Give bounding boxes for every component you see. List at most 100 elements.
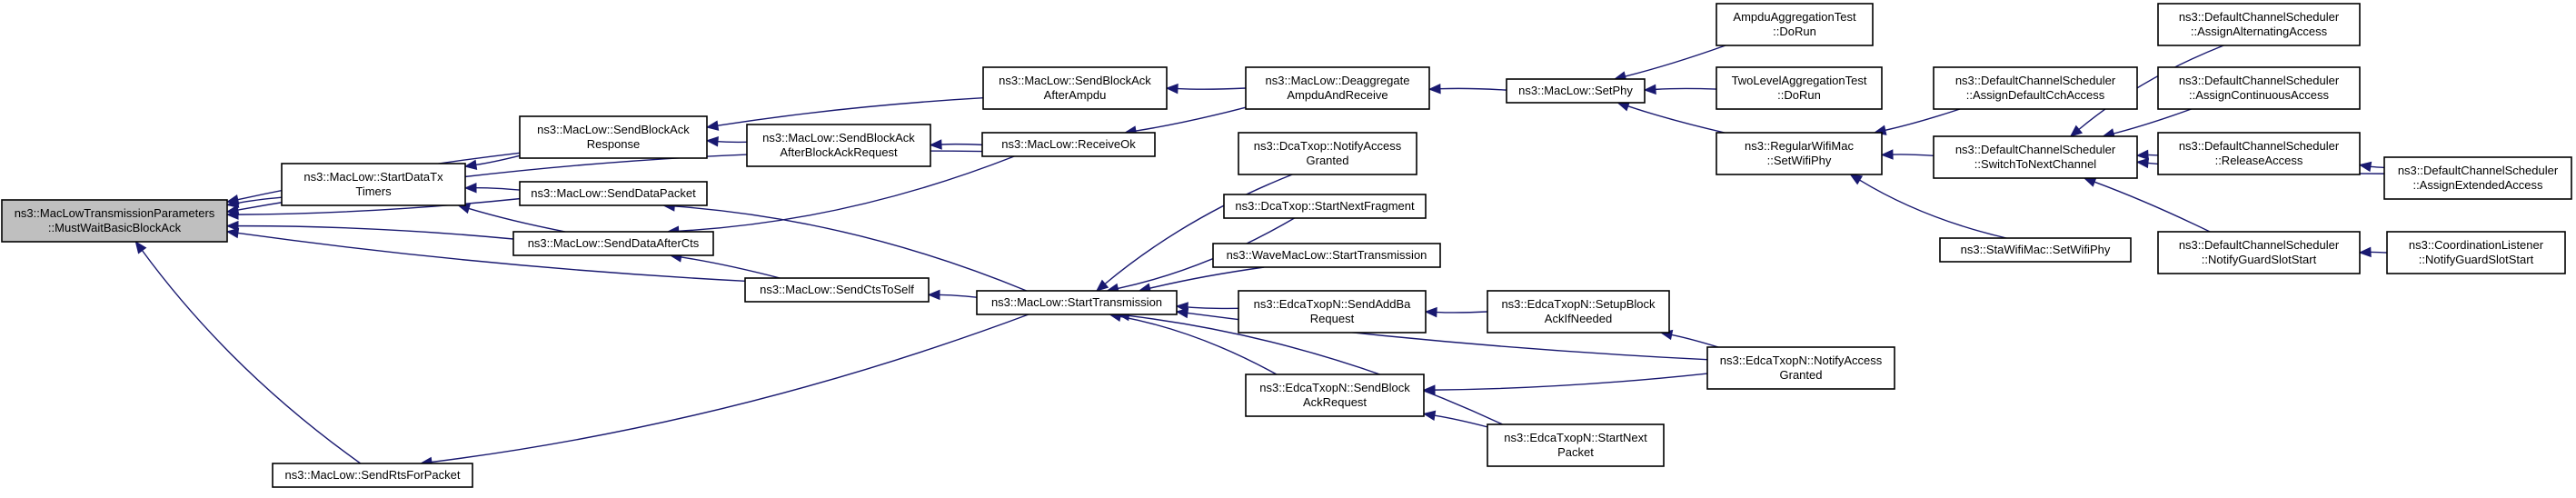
node-label: ns3::MacLow::SendBlockAck [537,123,690,136]
node-box [2386,231,2566,274]
node-assignDefaultCch[interactable]: ns3::DefaultChannelScheduler::AssignDefa… [1933,66,2138,110]
node-regularSetWifiPhy[interactable]: ns3::RegularWifiMac::SetWifiPhy [1716,132,1883,175]
arrowhead [225,194,240,205]
edge-line [1149,266,1265,289]
node-label: Granted [1780,368,1823,382]
edge-line [1118,217,1295,290]
node-twoLevelTest[interactable]: TwoLevelAggregationTest::DoRun [1716,66,1883,110]
node-sendCtsToSelf[interactable]: ns3::MacLow::SendCtsToSelf [744,277,930,303]
edge-edcaNotifyAccess-to-edcaSendBlockAckRequest [1422,373,1708,395]
node-label: ns3::MacLow::SendBlockAck [762,131,915,144]
edge-ampduTest-to-setPhy [1613,45,1726,82]
node-label: ns3::MacLow::SetPhy [1518,84,1633,97]
node-label: ns3::DefaultChannelScheduler [2398,164,2559,177]
node-box [1933,66,2138,110]
node-label: Request [1310,312,1355,325]
node-label: AfterBlockAckRequest [780,145,898,159]
edge-sendBlockAckAfterBlockAckRequest-to-sendBlockAckResponse [705,136,748,147]
edge-line [1119,315,1278,375]
edge-line [237,232,746,283]
edge-switchToNextChannel-to-regularSetWifiPhy [1880,149,1934,160]
node-box [2383,156,2572,200]
node-label: ns3::DefaultChannelScheduler [2179,10,2340,24]
edge-startTransmission-to-sendCtsToSelf [927,289,978,301]
arrowhead [1427,83,1441,95]
node-box [1487,423,1665,467]
node-root[interactable]: ns3::MacLowTransmissionParameters::MustW… [1,199,228,243]
edge-edcaSetupBlockAck-to-edcaSendAddBa [1424,306,1488,318]
edge-line [475,187,521,191]
node-box [2157,3,2361,46]
node-sendDataPacket[interactable]: ns3::MacLow::SendDataPacket [519,181,708,206]
node-sendRtsForPacket[interactable]: ns3::MacLow::SendRtsForPacket [272,463,473,488]
node-setPhy[interactable]: ns3::MacLow::SetPhy [1506,78,1646,104]
node-label: ::DoRun [1773,25,1816,38]
node-waveStartTransmission[interactable]: ns3::WaveMacLow::StartTransmission [1212,243,1441,268]
node-box [272,463,473,488]
node-switchToNextChannel[interactable]: ns3::DefaultChannelScheduler::SwitchToNe… [1933,135,2138,179]
node-label: TwoLevelAggregationTest [1732,74,1867,87]
node-sendBlockAckAfterBlockAckRequest[interactable]: ns3::MacLow::SendBlockAckAfterBlockAckRe… [746,124,931,167]
arrowhead [1422,410,1437,421]
node-label: ns3::MacLow::StartTransmission [991,295,1162,309]
edge-waveStartTransmission-to-startTransmission [1138,266,1265,294]
node-box [512,231,714,256]
node-assignAlternating[interactable]: ns3::DefaultChannelScheduler::AssignAlte… [2157,3,2361,46]
node-label: ns3::MacLow::SendDataAfterCts [528,236,700,250]
arrowhead [2135,149,2149,161]
node-box [1716,3,1874,46]
node-dcaStartNextFragment[interactable]: ns3::DcaTxop::StartNextFragment [1223,194,1427,219]
arrowhead [225,227,240,239]
node-label: ::DoRun [1777,88,1821,102]
arrowhead [134,240,147,254]
edge-line [1885,108,1961,132]
arrowhead [927,289,940,301]
node-label: ns3::MacLow::SendBlockAck [999,74,1151,87]
edge-deaggregate-to-sendBlockAckAfterAmpdu [1165,83,1247,95]
node-staSetWifiPhy[interactable]: ns3::StaWifiMac::SetWifiPhy [1939,237,2132,263]
node-coordNotifyGuardSlotStart[interactable]: ns3::CoordinationListener::NotifyGuardSl… [2386,231,2566,274]
node-box [1238,290,1427,334]
node-label: ::AssignDefaultCchAccess [1966,88,2105,102]
edge-line [475,154,521,166]
node-label: ns3::DcaTxop::StartNextFragment [1235,199,1415,213]
node-releaseAccess[interactable]: ns3::DefaultChannelScheduler::ReleaseAcc… [2157,132,2361,175]
node-box [746,124,931,167]
node-assignExtended[interactable]: ns3::DefaultChannelScheduler::AssignExte… [2383,156,2572,200]
node-box [1506,78,1646,104]
arrowhead [225,204,240,215]
node-box [1706,346,1895,390]
edge-line [2078,45,2224,130]
arrowhead [1165,83,1179,95]
node-box [281,163,466,206]
node-ampduTest[interactable]: AmpduAggregationTest::DoRun [1716,3,1874,46]
edge-line [2370,251,2388,254]
node-startTransmission[interactable]: ns3::MacLow::StartTransmission [976,290,1178,315]
edge-line [431,314,1029,463]
edge-sendBlockAckResponse-to-startDataTxTimers [463,154,521,170]
node-box [744,277,930,303]
node-box [2157,231,2361,274]
arrowhead [463,159,478,170]
node-assignContinuous[interactable]: ns3::DefaultChannelScheduler::AssignCont… [2157,66,2361,110]
node-label: ns3::EdcaTxopN::StartNext [1504,431,1647,444]
node-sendDataAfterCts[interactable]: ns3::MacLow::SendDataAfterCts [512,231,714,256]
edge-sendCtsToSelf-to-root [225,227,746,283]
node-label: ns3::EdcaTxopN::SendAddBa [1254,297,1411,311]
arrowhead [463,182,477,194]
node-notifyGuardSlotStart[interactable]: ns3::DefaultChannelScheduler::NotifyGuar… [2157,231,2361,274]
node-receiveOk[interactable]: ns3::MacLow::ReceiveOk [981,132,1156,157]
node-box [2157,66,2361,110]
edge-sendBlockAckAfterAmpdu-to-sendBlockAckResponse [705,97,984,131]
